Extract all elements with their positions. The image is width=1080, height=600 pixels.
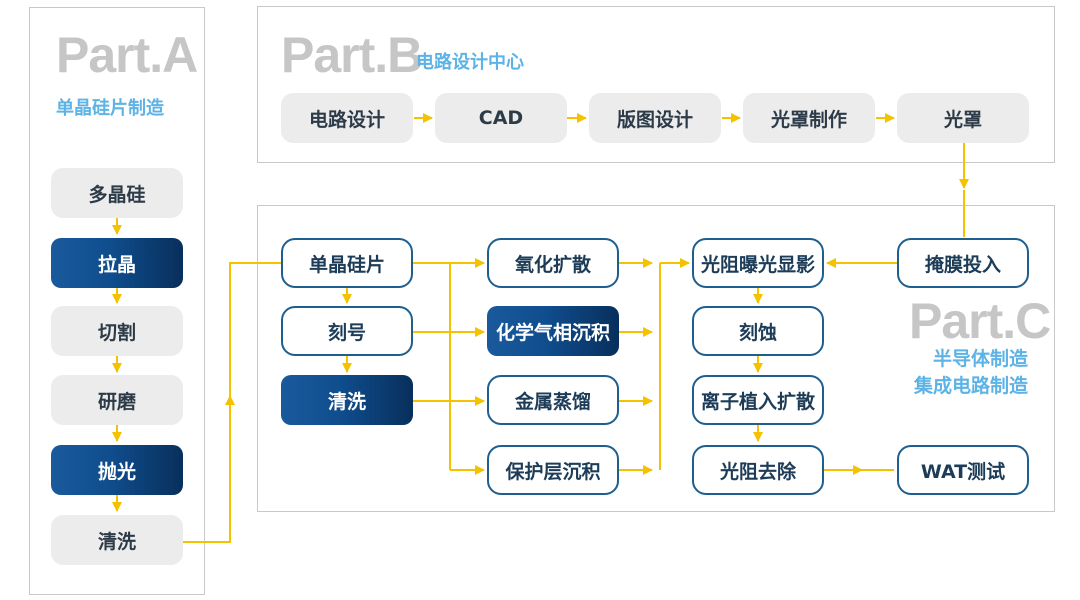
step-etching[interactable]: 刻蚀 (692, 306, 824, 356)
part-a-title: Part.A (56, 27, 198, 83)
step-photomask[interactable]: 光罩 (897, 93, 1029, 143)
part-c-subtitle-line2: 集成电路制造 (913, 375, 1028, 397)
part-c-title: Part.C (909, 293, 1051, 349)
part-c-subtitle-line1: 半导体制造 (932, 348, 1028, 370)
step-ion-implant[interactable]: 离子植入扩散 (692, 375, 824, 425)
step-mask-input[interactable]: 掩膜投入 (897, 238, 1029, 288)
step-photo-exposure[interactable]: 光阻曝光显影 (692, 238, 824, 288)
step-passivation-deposition[interactable]: 保护层沉积 (487, 445, 619, 495)
part-b-subtitle: 电路设计中心 (416, 52, 524, 73)
step-polysilicon[interactable]: 多晶硅 (51, 168, 183, 218)
step-lapping[interactable]: 研磨 (51, 375, 183, 425)
step-cad[interactable]: CAD (435, 93, 567, 143)
step-crystal-pulling[interactable]: 拉晶 (51, 238, 183, 288)
step-photoresist-strip[interactable]: 光阻去除 (692, 445, 824, 495)
step-cleaning-c[interactable]: 清洗 (281, 375, 413, 425)
step-circuit-design[interactable]: 电路设计 (281, 93, 413, 143)
step-marking[interactable]: 刻号 (281, 306, 413, 356)
step-slicing[interactable]: 切割 (51, 306, 183, 356)
step-oxidation-diffusion[interactable]: 氧化扩散 (487, 238, 619, 288)
part-b-title: Part.B (281, 27, 423, 83)
step-polishing[interactable]: 抛光 (51, 445, 183, 495)
step-cleaning-a[interactable]: 清洗 (51, 515, 183, 565)
step-layout-design[interactable]: 版图设计 (589, 93, 721, 143)
step-wat-test[interactable]: WAT测试 (897, 445, 1029, 495)
step-single-crystal-wafer[interactable]: 单晶硅片 (281, 238, 413, 288)
step-metal-evaporation[interactable]: 金属蒸馏 (487, 375, 619, 425)
step-cvd[interactable]: 化学气相沉积 (487, 306, 619, 356)
part-a-subtitle: 单晶硅片制造 (56, 98, 164, 119)
step-mask-making[interactable]: 光罩制作 (743, 93, 875, 143)
